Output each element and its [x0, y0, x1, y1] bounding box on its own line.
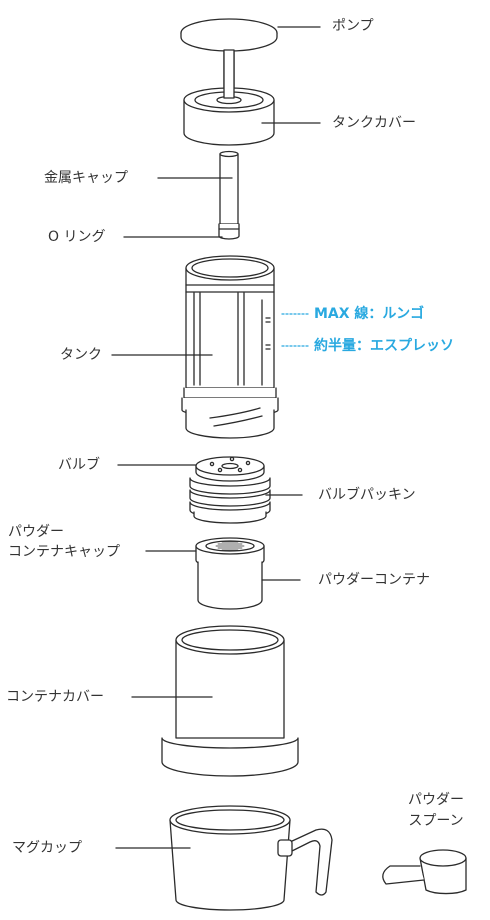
tank-part	[181, 255, 279, 439]
powder-container-cap-label-line1: パウダー	[8, 524, 64, 540]
leader-lines	[111, 26, 321, 849]
container-cover-part	[161, 625, 299, 777]
pump-label: ポンプ	[332, 18, 374, 34]
valve-packing-part	[189, 477, 271, 524]
max-line-label: MAX 線：ルンゴ	[314, 306, 425, 322]
tank-label: タンク	[60, 347, 102, 363]
powder-spoon-label-line2: スプーン	[408, 813, 464, 829]
metal-cap-label: 金属キャップ	[44, 170, 128, 186]
valve-packing-label: バルブパッキン	[318, 487, 416, 503]
powder-container-part	[197, 561, 263, 610]
powder-container-cap-label-line2: コンテナキャップ	[8, 544, 120, 560]
powder-spoon-label-line1: パウダー	[408, 792, 464, 808]
half-line-label: 約半量：エスプレッソ	[314, 338, 454, 354]
powder-container-label: パウダーコンテナ	[318, 572, 430, 588]
mug-part	[169, 805, 333, 911]
container-cover-label: コンテナカバー	[6, 689, 104, 705]
tank-cover-label: タンクカバー	[332, 115, 416, 131]
o-ring-label: O リング	[48, 229, 106, 245]
valve-label: バルブ	[58, 457, 100, 473]
tank-cover-part	[183, 49, 275, 146]
mug-label: マグカップ	[12, 840, 82, 856]
valve-part	[195, 456, 265, 482]
powder-spoon-part	[382, 849, 467, 895]
metal-cap-part	[218, 150, 240, 240]
